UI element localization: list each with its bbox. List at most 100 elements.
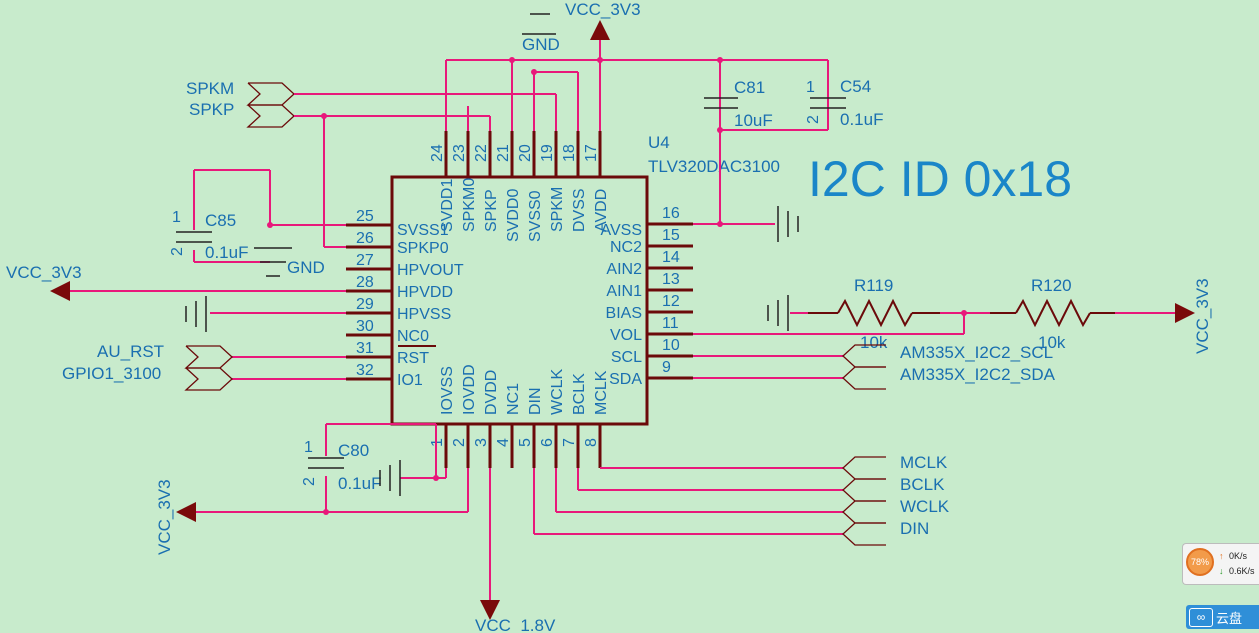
svg-text:2: 2 (169, 247, 186, 256)
svg-text:SPKP: SPKP (483, 189, 500, 232)
svg-text:1: 1 (172, 209, 181, 226)
svg-text:C81: C81 (734, 78, 765, 97)
svg-text:DIN: DIN (527, 387, 544, 415)
svg-text:10: 10 (662, 337, 680, 354)
svg-text:4: 4 (495, 438, 512, 447)
ic-ref: U4 (648, 133, 670, 152)
c80-capacitor: 1 2 C80 0.1uF (301, 439, 381, 493)
svg-text:26: 26 (356, 230, 374, 247)
vcc-3v3-left-label: VCC_3V3 (6, 263, 82, 282)
r119-resistor: R119 10k (808, 276, 940, 352)
svg-text:30: 30 (356, 318, 374, 335)
network-speed-widget[interactable]: 78% ↑0K/s ↓0.6K/s (1182, 543, 1259, 585)
svg-text:17: 17 (583, 144, 600, 162)
cloud-drive-label: 云盘 (1216, 611, 1243, 626)
svg-text:RST: RST (397, 350, 429, 367)
svg-text:HPVOUT: HPVOUT (397, 262, 464, 279)
cloud-drive-button[interactable]: ∞ 云盘 (1186, 605, 1259, 629)
svg-text:8: 8 (583, 438, 600, 447)
svg-text:20: 20 (517, 144, 534, 162)
svg-text:BCLK: BCLK (571, 373, 588, 415)
svg-text:R119: R119 (854, 276, 893, 295)
svg-text:1: 1 (304, 439, 313, 456)
svg-text:SDA: SDA (609, 371, 642, 388)
svg-text:AIN1: AIN1 (606, 283, 642, 300)
svg-text:SVSS0: SVSS0 (527, 190, 544, 242)
pin-8: 8 MCLK (583, 370, 610, 468)
c54-capacitor: 1 2 C54 0.1uF (805, 77, 883, 129)
gnd-avss-symbol (777, 206, 799, 242)
svg-text:31: 31 (356, 340, 374, 357)
svg-text:15: 15 (662, 227, 680, 244)
svg-text:10k: 10k (860, 333, 888, 352)
vcc-3v3-right-label: VCC_3V3 (1193, 278, 1212, 354)
ic-body (390, 175, 649, 426)
cloud-icon: ∞ (1189, 608, 1213, 627)
svg-text:10uF: 10uF (734, 111, 773, 130)
i2c-id-title: I2C ID 0x18 (808, 151, 1072, 207)
r120-resistor: R120 10k (990, 276, 1115, 352)
left-wiring (70, 116, 346, 380)
gnd-c80-symbol (379, 460, 401, 496)
svg-text:IO1: IO1 (397, 372, 423, 389)
svg-text:3: 3 (473, 438, 490, 447)
gnd-c85-label: GND (287, 258, 325, 277)
svg-text:WCLK: WCLK (549, 368, 566, 415)
bottom-wiring (196, 423, 843, 600)
svg-text:SVSS1: SVSS1 (397, 222, 449, 239)
svg-text:2: 2 (301, 477, 318, 486)
svg-text:MCLK: MCLK (593, 370, 610, 415)
sda-net-label: AM335X_I2C2_SDA (900, 365, 1056, 384)
svg-text:27: 27 (356, 252, 374, 269)
vcc-3v3-bottom-symbol: VCC_3V3 (155, 479, 196, 555)
svg-text:14: 14 (662, 249, 680, 266)
c85-capacitor: 1 2 C85 0.1uF (169, 209, 248, 262)
vcc-3v3-left-symbol: VCC_3V3 (6, 263, 82, 301)
svg-text:SVDD1: SVDD1 (439, 179, 456, 232)
vcc-3v3-top-label: VCC_3V3 (565, 0, 641, 19)
i2c-ports: AM335X_I2C2_SCL AM335X_I2C2_SDA (842, 343, 1056, 390)
pin-1: 1 IOVSS (429, 366, 456, 468)
svg-text:22: 22 (473, 144, 490, 162)
download-arrow-icon: ↓ (1219, 566, 1224, 576)
spkp-label: SPKP (189, 100, 234, 119)
svg-text:0.1uF: 0.1uF (205, 243, 248, 262)
svg-text:C85: C85 (205, 211, 236, 230)
svg-text:AIN2: AIN2 (606, 261, 642, 278)
svg-text:23: 23 (451, 144, 468, 162)
svg-text:10k: 10k (1038, 333, 1066, 352)
rst-ports: AU_RST GPIO1_3100 (62, 342, 233, 391)
scl-net-label: AM335X_I2C2_SCL (900, 343, 1053, 362)
mclk-net-label: MCLK (900, 453, 948, 472)
svg-text:1: 1 (429, 438, 446, 447)
svg-text:AVDD: AVDD (593, 189, 610, 232)
svg-text:IOVSS: IOVSS (439, 366, 456, 415)
svg-text:18: 18 (561, 144, 578, 162)
vcc-3v3-bottom-label: VCC_3V3 (155, 479, 174, 555)
svg-text:C80: C80 (338, 441, 369, 460)
ic-part: TLV320DAC3100 (648, 157, 780, 176)
vcc-1v8-symbol: VCC_1.8V (475, 600, 556, 633)
svg-text:HPVSS: HPVSS (397, 306, 451, 323)
svg-text:BIAS: BIAS (606, 305, 642, 322)
svg-text:0.1uF: 0.1uF (338, 474, 381, 493)
